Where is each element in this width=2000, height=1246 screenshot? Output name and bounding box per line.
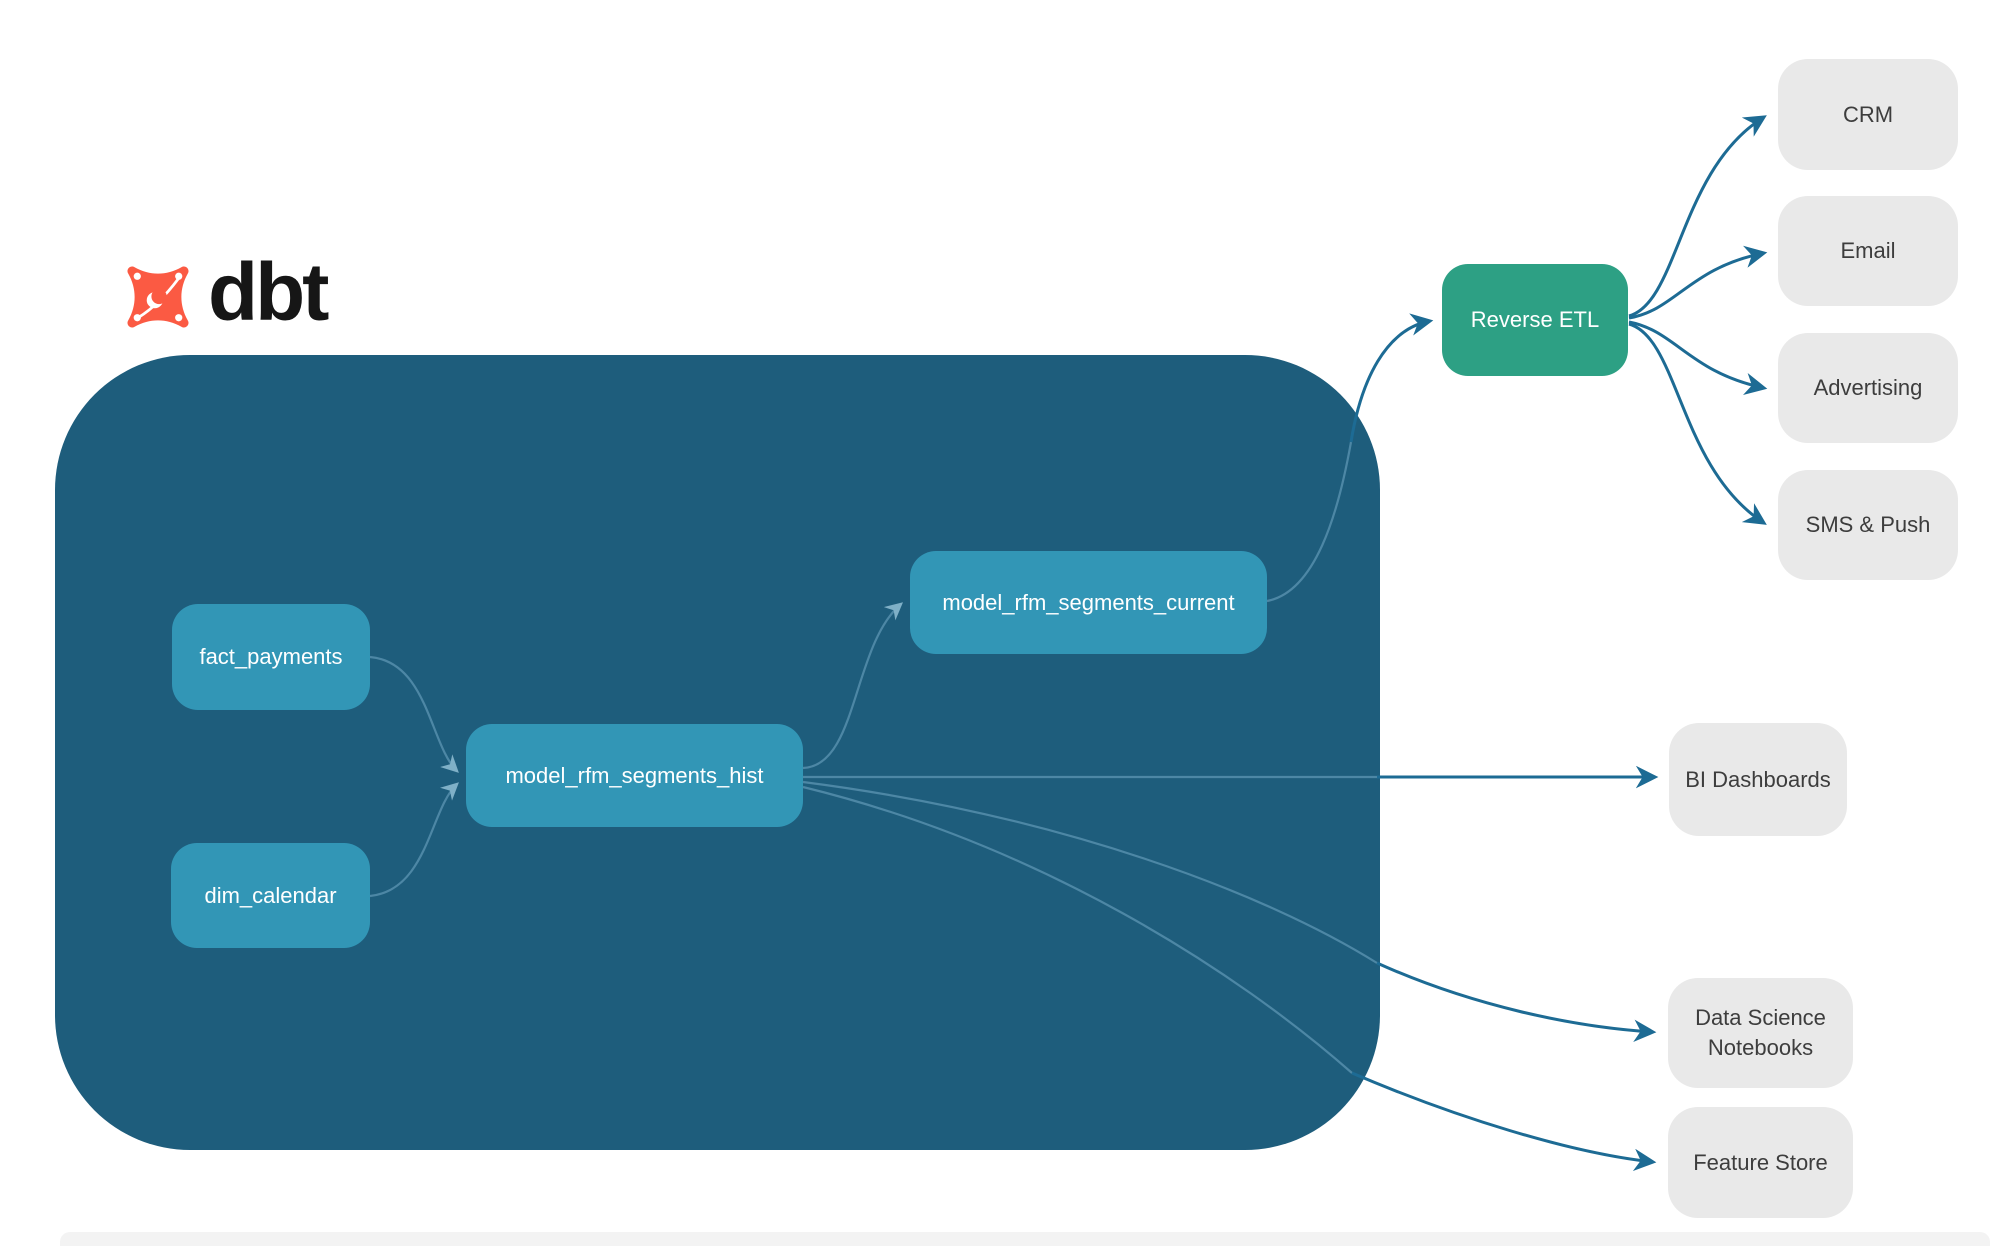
edge-reverse-etl-to-email [1628,245,1768,320]
node-model-rfm-segments-current: model_rfm_segments_current [910,551,1267,654]
node-data-science-notebooks: Data Science Notebooks [1668,978,1853,1088]
node-crm-label: CRM [1842,101,1894,127]
node-data-science-notebooks-label: Data Science Notebooks [1695,1005,1826,1060]
bottom-cutoff-band [60,1232,1990,1246]
node-feature-store-label: Feature Store [1693,1149,1828,1175]
node-advertising: Advertising [1778,333,1958,443]
node-model-rfm-segments-hist-label: model_rfm_segments_hist [505,762,764,788]
node-sms-push: SMS & Push [1778,470,1958,580]
edge-reverse-etl-to-advertising [1628,320,1768,396]
node-bi-dashboards-label: BI Dashboards [1685,766,1831,792]
edge-hist-to-feature-store [1351,1071,1657,1172]
edge-hist-to-data-science-notebooks [1376,961,1657,1043]
dbt-logo: dbt [124,252,329,338]
node-email: Email [1778,196,1958,306]
node-fact-payments-label: fact_payments [199,644,343,670]
node-email-label: Email [1840,238,1896,264]
node-model-rfm-segments-hist: model_rfm_segments_hist [466,724,803,827]
node-reverse-etl: Reverse ETL [1442,264,1628,376]
dbt-logo-icon [127,266,189,328]
node-fact-payments: fact_payments [172,604,370,710]
edge-reverse-etl-to-sms-push [1628,322,1767,525]
edge-reverse-etl-to-crm [1628,115,1767,318]
node-crm: CRM [1778,59,1958,170]
node-dim-calendar: dim_calendar [171,843,370,948]
dbt-logo-wordmark: dbt [208,247,329,338]
node-advertising-label: Advertising [1813,375,1923,401]
node-sms-push-label: SMS & Push [1805,512,1931,538]
node-bi-dashboards: BI Dashboards [1669,723,1847,836]
node-reverse-etl-label: Reverse ETL [1470,307,1600,333]
node-model-rfm-segments-current-label: model_rfm_segments_current [942,589,1235,615]
node-dim-calendar-label: dim_calendar [204,882,337,908]
node-feature-store: Feature Store [1668,1107,1853,1218]
